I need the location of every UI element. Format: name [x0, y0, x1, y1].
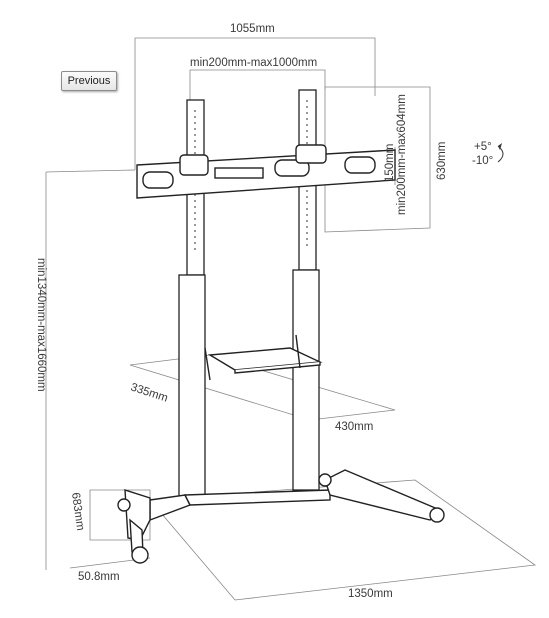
- dim-vesa-vertical: min200mm-max604mm: [396, 94, 408, 215]
- previous-button[interactable]: Previous: [61, 71, 117, 91]
- dim-height-range: min1340mm-max1660mm: [35, 258, 47, 392]
- dim-tilt-down: -10°: [472, 155, 493, 167]
- dim-caster-offset: 50.8mm: [78, 571, 120, 583]
- base-frame: [124, 469, 442, 556]
- media-shelf: [204, 334, 323, 381]
- dim-shelf-width: 430mm: [335, 421, 373, 433]
- tilt-arc-icon: [497, 145, 504, 163]
- mounting-bracket: [136, 144, 396, 199]
- dim-arm-offset: 150mm: [384, 144, 396, 182]
- dim-base-width: 1350mm: [348, 588, 393, 600]
- tilt-arrow-icon: [498, 143, 502, 150]
- column-holes: [194, 100, 308, 250]
- dim-shelf-depth: 335mm: [129, 381, 169, 404]
- dim-vesa-horizontal: min200mm-max1000mm: [190, 57, 317, 69]
- column-right: [292, 89, 320, 491]
- dim-leg-depth: 683mm: [69, 492, 86, 532]
- dim-overall-width: 1055mm: [230, 23, 275, 35]
- dimension-guides: [45, 37, 537, 601]
- casters: [117, 473, 445, 564]
- dim-bracket-height: 630mm: [436, 142, 448, 180]
- dim-tilt-up: +5°: [474, 141, 492, 153]
